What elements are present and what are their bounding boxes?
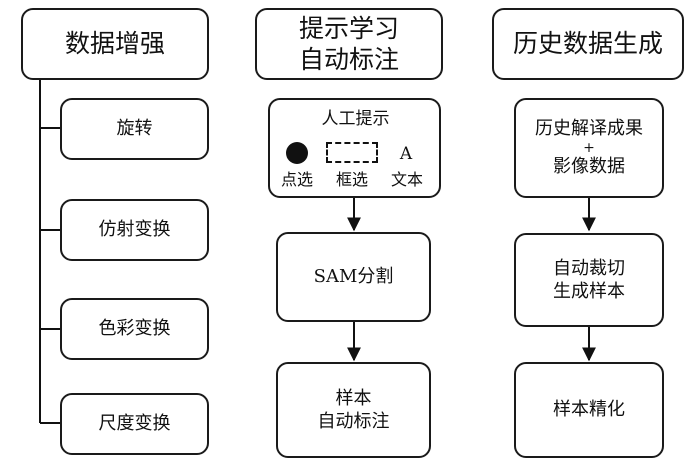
option-point-select: 点选: [280, 170, 313, 189]
option-text: 文本: [390, 170, 423, 189]
node-label: 旋转: [116, 118, 153, 140]
header-data-augmentation: 数据增强: [21, 8, 209, 80]
node-rotation: 旋转: [60, 98, 209, 160]
option-box-select: 框选: [335, 170, 368, 189]
node-label: 生成样本: [553, 281, 625, 302]
header-prompt-learning: 提示学习 自动标注: [255, 8, 443, 80]
text-prompt-icon: A: [399, 144, 413, 164]
node-label: 仿射变换: [98, 219, 171, 241]
node-label: 尺度变换: [98, 413, 171, 435]
node-sample-auto-annotation: 样本 自动标注: [276, 362, 431, 458]
node-label: 色彩变换: [98, 318, 171, 340]
header-line: 历史数据生成: [512, 29, 663, 59]
node-color-transform: 色彩变换: [60, 298, 209, 360]
manual-prompt-title: 人工提示: [321, 109, 390, 129]
node-auto-crop-generate: 自动裁切 生成样本: [514, 233, 664, 327]
node-scale-transform: 尺度变换: [60, 393, 209, 455]
point-select-icon: [286, 142, 308, 164]
node-sam-segmentation: SAM分割: [276, 232, 431, 322]
header-line: 自动标注: [298, 45, 399, 74]
node-label: 样本精化: [553, 399, 625, 421]
header-historical-data: 历史数据生成: [492, 8, 684, 80]
node-sample-refinement: 样本精化: [514, 362, 664, 458]
node-label: 历史解译成果: [535, 118, 643, 139]
box-select-icon: [326, 142, 378, 163]
node-label: 自动标注: [317, 411, 390, 432]
header-line: 数据增强: [64, 29, 165, 59]
node-affine-transform: 仿射变换: [60, 199, 209, 261]
node-label: 样本: [335, 387, 372, 409]
header-line: 提示学习: [298, 13, 399, 43]
node-historical-results-imagery: 历史解译成果 + 影像数据: [514, 98, 664, 198]
node-label: 自动裁切: [553, 257, 625, 279]
manual-prompt-box: 人工提示 A 点选 框选 文本: [268, 98, 441, 198]
node-label: SAM分割: [313, 266, 394, 288]
plus-sign: +: [583, 139, 595, 156]
node-label: 影像数据: [553, 156, 625, 178]
